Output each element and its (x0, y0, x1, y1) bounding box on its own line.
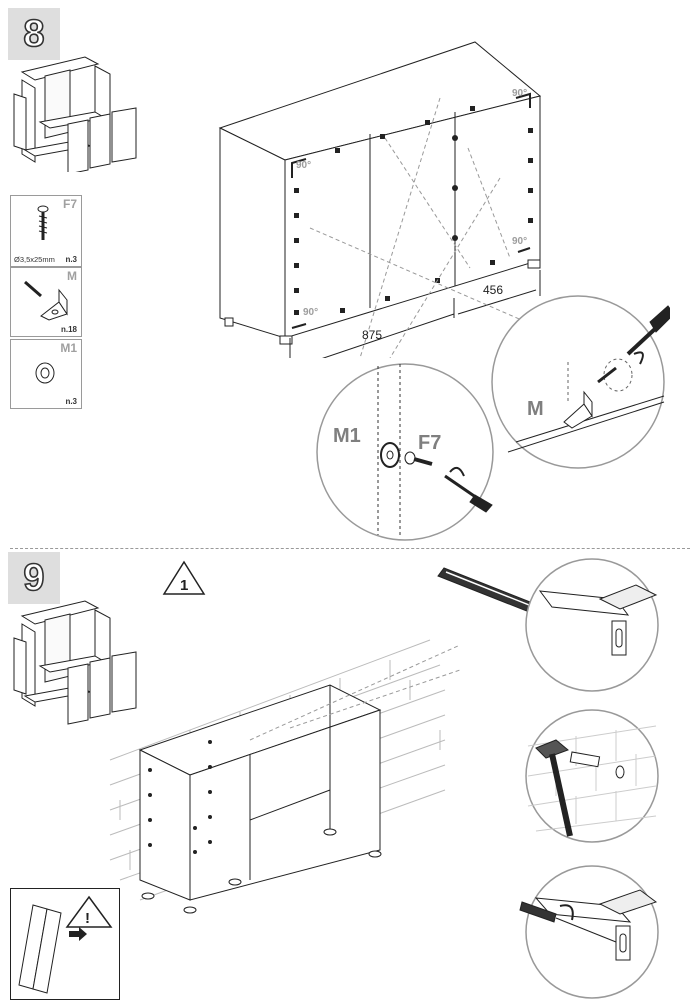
detail-circle-screwing (519, 865, 659, 999)
part-m1-code: M1 (60, 341, 77, 355)
angle-label-2: 90° (512, 88, 528, 99)
angle-label-3: 90° (512, 236, 528, 247)
callout-m: M (527, 398, 544, 420)
step-9-overview-diagram (13, 600, 137, 725)
part-f7-qty: n.3 (65, 255, 77, 264)
part-f7-spec: Ø3,5x25mm (14, 255, 55, 264)
warning-people-count: 1 (180, 577, 188, 594)
arrow-right-icon (69, 927, 87, 941)
detail-circle-drilling (525, 709, 659, 843)
step-divider (10, 548, 690, 549)
step-8-cabinet-diagram (218, 41, 542, 358)
dimension-partial: 456 (483, 283, 504, 297)
dimension-width: 875 (362, 328, 383, 342)
screw-icon (37, 205, 49, 240)
caution-box: ! (10, 888, 120, 1000)
caution-icon: ! (85, 910, 90, 927)
detail-circle-marking (525, 558, 659, 692)
two-person-warning-icon: 1 (162, 560, 206, 595)
part-m1-qty: n.3 (65, 397, 77, 406)
tipping-warning-diagram: ! (18, 895, 113, 994)
step-8-number: 8 (8, 8, 60, 60)
part-m1-box: M1 n.3 (10, 339, 82, 409)
detail-circle-m1-f7 (316, 363, 494, 541)
part-m-qty: n.18 (60, 325, 77, 334)
detail-circle-m (491, 295, 670, 469)
wall-mount-diagram (109, 639, 461, 914)
part-m-box: M n.18 (10, 267, 82, 337)
part-m-code: M (67, 269, 77, 283)
bracket-markers (294, 106, 533, 315)
step-8-overview-diagram (13, 56, 137, 172)
part-f7-box: F7 Ø3,5x25mm n.3 (10, 195, 82, 267)
part-f7-code: F7 (62, 197, 77, 211)
washer-icon (35, 362, 55, 384)
angle-label-1: 90° (296, 160, 312, 171)
step-9-number: 9 (8, 552, 60, 604)
angle-bracket-icon (24, 280, 68, 321)
callout-f7: F7 (418, 432, 442, 454)
callout-m1: M1 (333, 425, 361, 447)
angle-label-4: 90° (303, 307, 319, 318)
